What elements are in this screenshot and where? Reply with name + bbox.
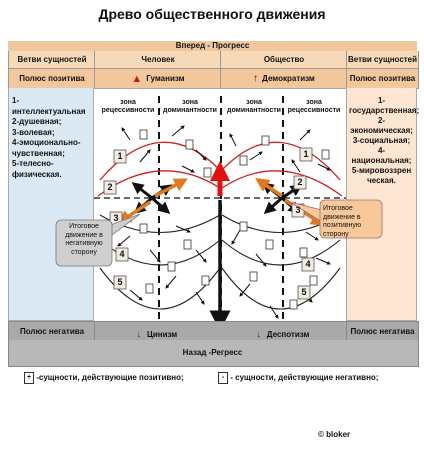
markers-right [291,147,315,300]
humanism-label: Гуманизм [146,74,185,83]
marker-right-1-box [299,147,313,162]
callout-positive-text: Итоговое движение в позитивную сторону [323,205,362,238]
negative-entity-icon: - [218,372,228,384]
marker-right-1: 1 [303,149,309,159]
sign-boxes [139,129,330,310]
negative-curve-left-2 [99,239,221,266]
positive-entity-icon: + [24,372,34,384]
marker-left-4: 4 [119,249,125,259]
marker-left-1: 1 [117,151,123,161]
marker-right-3: 3 [295,205,301,215]
cynicism-label: Цинизм [147,330,178,339]
left-branches-list: 1-интеллектуальная 2-душевная; 3-волевая… [8,88,94,321]
marker-left-3: 3 [113,213,119,223]
negative-pole-left: Полюс негатива [8,321,96,342]
legend-negative-text: - сущности, действующие негативно; [230,373,379,383]
back-band [8,340,419,367]
negative-curve-right-3 [221,267,341,310]
legend-positive-text: -сущности, действующие позитивно; [36,373,184,383]
orange-arrow-right-up [255,178,283,198]
up-triangle-icon: ▲ [131,72,143,85]
marker-right-4: 4 [305,259,311,269]
zone-recessive-right: зона рецессивности [287,99,341,114]
zone-dominant-left: зона доминантности [163,99,217,114]
marker-left-1-box [113,149,127,164]
marker-right-2: 2 [297,177,303,187]
negative-curve-right-2 [221,239,341,266]
zone-recessive-left: зона рецессивности [101,99,155,114]
orange-arrow-left-up [154,178,189,198]
marker-left-2: 2 [107,182,113,192]
despotism-cell: ↓ Деспотизм [220,330,346,342]
despotism-label: Деспотизм [266,330,310,339]
callout-negative-text: Итоговое движение в негативную сторону [65,223,103,256]
marker-left-5-box [113,275,127,290]
democratism-label: Демократизм [262,74,315,83]
marker-right-2-box [293,175,307,190]
legend-positive: + -сущности, действующие позитивно; [24,372,184,384]
positive-curve-right-outer [221,170,343,197]
marker-left-5: 5 [117,277,123,287]
negative-pole-right: Полюс негатива [346,321,419,342]
legend-negative: - - сущности, действующие негативно; [218,372,378,384]
down-arrow-icon: ↓ [136,330,141,339]
cynicism-cell: ↓ Цинизм [94,330,220,342]
marker-right-4-box [301,257,315,272]
header-right-branches: Ветви сущностей [346,51,419,69]
zone-dominant-right: зона доминантности [227,99,281,114]
orange-arrow-left-down [117,200,151,224]
back-regress-label: Назад -Регресс [182,348,243,357]
callout-positive-box [319,199,383,239]
marker-left-4-box [115,247,129,262]
callout-negative-box [55,219,113,267]
positive-curve-right-inner [221,141,341,181]
up-arrow-icon: ↑ [253,73,259,84]
marker-right-5: 5 [301,287,307,297]
down-arrow-icon: ↓ [256,330,261,339]
page-title: Древо общественного движения [98,6,326,22]
copyright: © bloker [318,430,351,439]
marker-right-5-box [297,285,311,300]
marker-left-2-box [103,180,117,195]
